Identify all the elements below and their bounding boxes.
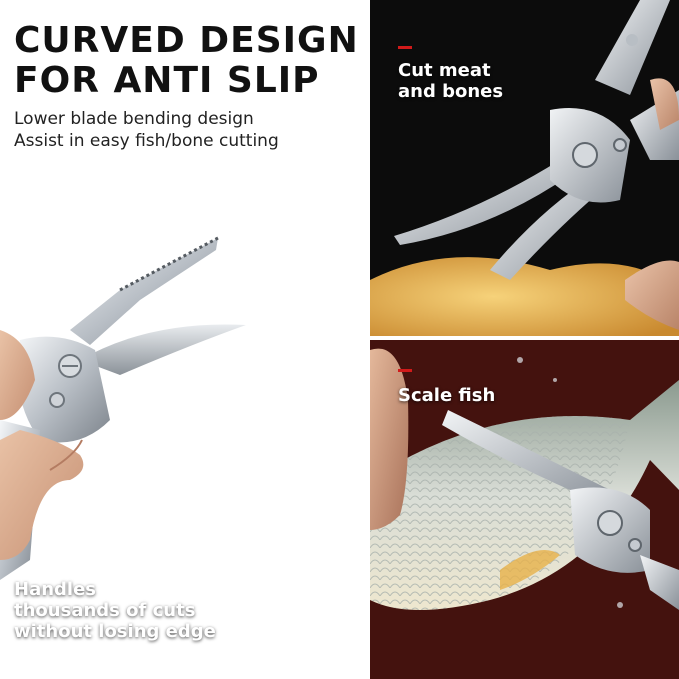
scissors-chicken-photo (370, 0, 679, 336)
bottom-right-panel: Scale fish (370, 340, 679, 679)
upper-blade (70, 238, 218, 345)
left-caption-line-1: Handles (14, 579, 97, 600)
pivot-screw (597, 510, 623, 536)
headline-line-1: CURVED DESIGN (14, 20, 359, 61)
top-right-caption-line-2: and bones (398, 81, 504, 102)
hand (0, 330, 35, 420)
bottom-right-caption-line-1: Scale fish (398, 385, 496, 406)
accent-dash (398, 46, 412, 49)
subheadline-line-1: Lower blade bending design (14, 109, 254, 129)
handle-upper (595, 0, 670, 95)
top-right-panel: Cut meat and bones (370, 0, 679, 336)
scissors-illustration-left (0, 236, 246, 580)
left-caption-line-3: without losing edge (14, 621, 216, 642)
left-caption-line-2: thousands of cuts (14, 600, 196, 621)
pivot-screw (572, 142, 598, 168)
subheadline-line-2: Assist in easy fish/bone cutting (14, 131, 279, 151)
top-right-caption: Cut meat and bones (398, 60, 503, 102)
headline-line-2: FOR ANTI SLIP (14, 60, 320, 101)
hand (625, 260, 679, 330)
left-panel: CURVED DESIGN FOR ANTI SLIP Lower blade … (0, 20, 359, 642)
blade-upper (394, 160, 570, 245)
lower-blade (80, 324, 246, 375)
handle (640, 555, 679, 610)
scissors-fish-photo (370, 340, 679, 679)
accent-dash (398, 369, 412, 372)
chicken (370, 257, 679, 336)
blade (442, 410, 610, 505)
left-caption: Handles thousands of cuts without losing… (14, 579, 216, 642)
top-right-caption-line-1: Cut meat (398, 60, 491, 81)
bottom-right-caption: Scale fish (398, 385, 495, 406)
hand (370, 348, 409, 530)
